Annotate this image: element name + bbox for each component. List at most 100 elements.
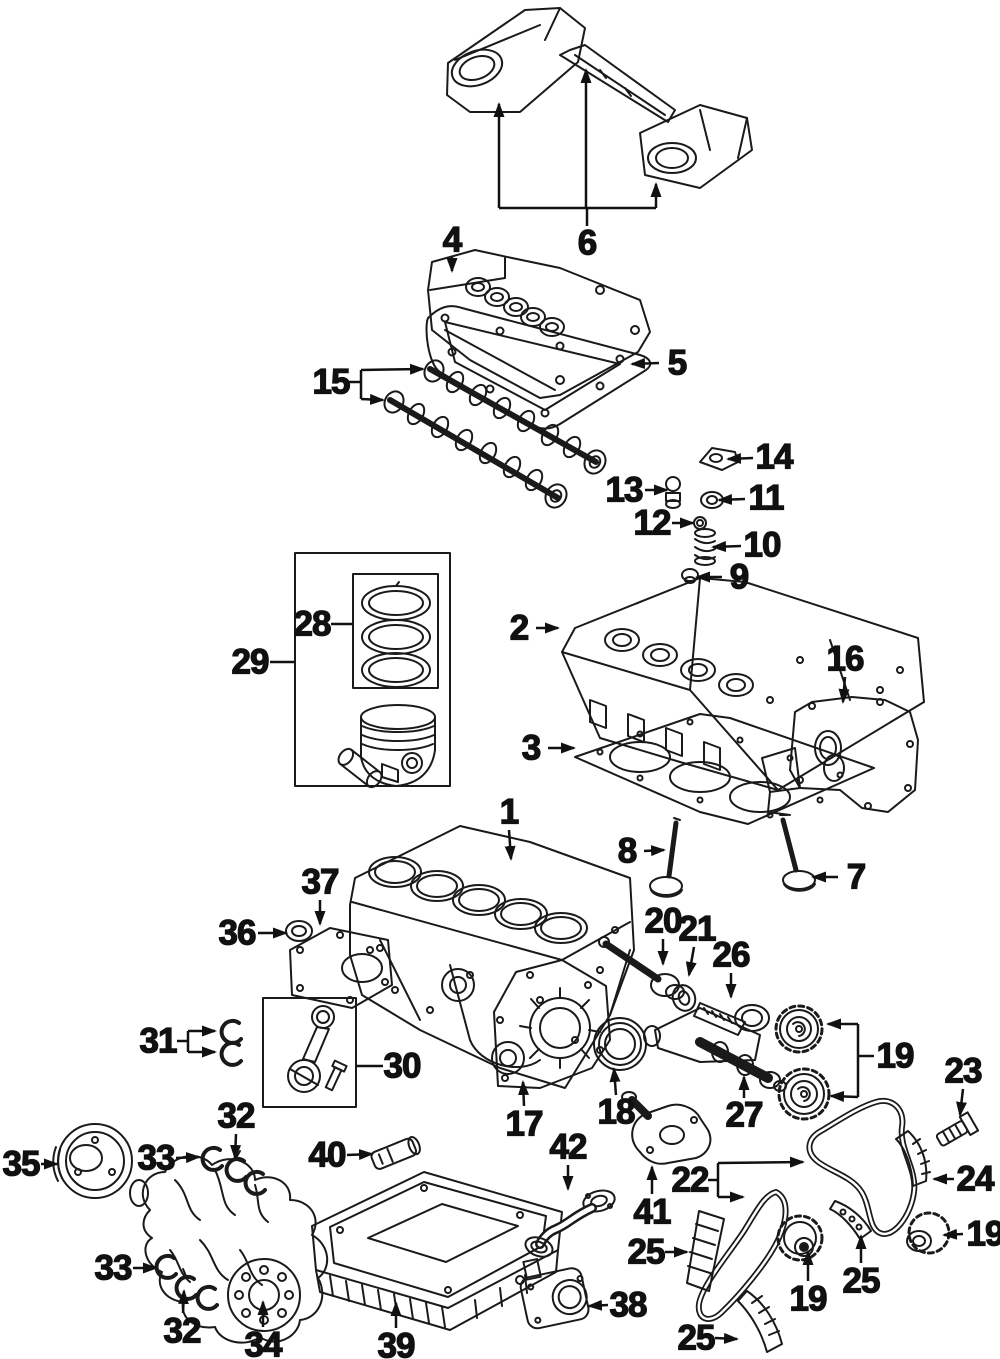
leader-line-16 — [838, 676, 850, 704]
connecting-rod — [288, 1006, 334, 1092]
leader-line-17 — [518, 1080, 530, 1107]
cylinder-head — [562, 578, 924, 790]
callout-label-38: 38 — [609, 1285, 648, 1325]
callout-label-23: 23 — [944, 1051, 983, 1091]
callout-label-29: 29 — [231, 642, 270, 682]
callout-label-28: 28 — [293, 604, 332, 644]
callout-label-10: 10 — [743, 525, 782, 565]
callout-label-15: 15 — [312, 362, 351, 402]
callout-label-33: 33 — [94, 1248, 133, 1288]
callout-label-30: 30 — [383, 1046, 422, 1086]
callout-label-37: 37 — [301, 862, 340, 902]
leader-line-32 — [230, 1133, 242, 1160]
engine-cover-trim-strip — [560, 45, 675, 122]
callout-label-34: 34 — [244, 1325, 283, 1359]
callout-label-8: 8 — [617, 831, 638, 871]
callout-label-31: 31 — [139, 1021, 178, 1061]
head-gasket — [575, 714, 874, 824]
vvt-sprocket-upper — [776, 1006, 822, 1052]
vvt-sprocket-lower — [779, 1069, 829, 1119]
engine-cover-left — [447, 8, 585, 112]
leader-line-21 — [685, 946, 697, 977]
callout-label-33: 33 — [137, 1138, 176, 1178]
rod-bearings — [222, 1021, 241, 1065]
leader-line-25 — [714, 1332, 739, 1344]
leader-line-14 — [726, 452, 754, 464]
wrist-pin — [336, 746, 385, 790]
leader-line-23 — [956, 1088, 967, 1117]
callout-label-32: 32 — [217, 1096, 256, 1136]
callout-label-25: 25 — [842, 1261, 881, 1301]
callout-label-36: 36 — [218, 913, 257, 953]
intake-valve — [650, 818, 682, 897]
callout-label-27: 27 — [725, 1095, 764, 1135]
leader-line-38 — [587, 1299, 609, 1311]
rod-bolt — [323, 1061, 347, 1092]
piston — [361, 705, 435, 786]
callout-label-35: 35 — [2, 1144, 41, 1184]
callout-label-19: 19 — [789, 1279, 828, 1319]
connecting-rod-box — [263, 998, 356, 1107]
camshaft-intake — [421, 357, 610, 477]
camshaft-exhaust — [381, 388, 571, 511]
callout-label-32: 32 — [163, 1311, 202, 1351]
oil-cooler — [516, 1251, 592, 1331]
chain-guide-bottom — [738, 1291, 782, 1352]
callout-label-18: 18 — [597, 1092, 636, 1132]
callout-label-40: 40 — [308, 1135, 347, 1175]
leader-line-40 — [346, 1149, 374, 1161]
sealing-flange-plate — [290, 928, 392, 1008]
leader-line-19 — [829, 1090, 859, 1102]
leader-lines — [41, 68, 967, 1344]
callout-label-17: 17 — [505, 1104, 544, 1144]
leader-line-8 — [643, 845, 666, 857]
callout-label-20: 20 — [644, 901, 683, 941]
callout-label-21: 21 — [678, 909, 717, 949]
leader-line-32 — [177, 1289, 189, 1314]
leader-line-10 — [711, 541, 742, 553]
callout-label-16: 16 — [826, 639, 865, 679]
callout-label-19: 19 — [966, 1214, 1000, 1254]
upper-timing-cover — [762, 697, 918, 815]
callout-label-1: 1 — [499, 792, 520, 832]
leader-line-15 — [360, 363, 425, 375]
main-bearings-lower — [157, 1256, 217, 1309]
leader-line-5 — [630, 358, 660, 370]
lash-adjuster — [666, 477, 680, 508]
callout-label-7: 7 — [846, 857, 867, 897]
callout-label-39: 39 — [377, 1326, 416, 1359]
valve-cover — [428, 250, 650, 398]
chain-guide-left-rail — [687, 1211, 724, 1291]
leader-line-1 — [504, 829, 516, 861]
callout-label-13: 13 — [605, 470, 644, 510]
leader-line-22 — [717, 1156, 805, 1168]
callout-label-11: 11 — [748, 478, 785, 518]
ring-set-box — [353, 574, 438, 688]
callout-label-4: 4 — [442, 220, 463, 260]
leader-line-19 — [942, 1228, 964, 1240]
callout-label-26: 26 — [712, 935, 751, 975]
callout-label-41: 41 — [633, 1192, 672, 1232]
callout-label-2: 2 — [509, 608, 530, 648]
piston-rings — [362, 582, 430, 687]
callout-label-5: 5 — [667, 343, 688, 383]
callout-label-25: 25 — [627, 1232, 666, 1272]
callout-label-19: 19 — [876, 1036, 915, 1076]
oil-pickup-tube — [523, 1187, 617, 1260]
chain-guide-tensioner-right — [896, 1131, 930, 1186]
leader-line-11 — [717, 494, 746, 505]
callout-label-14: 14 — [755, 437, 794, 477]
callout-label-12: 12 — [633, 503, 672, 543]
oil-tube — [370, 1135, 422, 1170]
callout-label-42: 42 — [549, 1127, 588, 1167]
callout-label-3: 3 — [521, 728, 542, 768]
engine-cover-right — [640, 105, 752, 188]
leader-line-18 — [609, 1067, 621, 1096]
callout-label-22: 22 — [671, 1160, 710, 1200]
leader-line-33 — [175, 1152, 201, 1164]
thrust-washer — [669, 982, 699, 1014]
leader-line-15 — [360, 393, 385, 405]
